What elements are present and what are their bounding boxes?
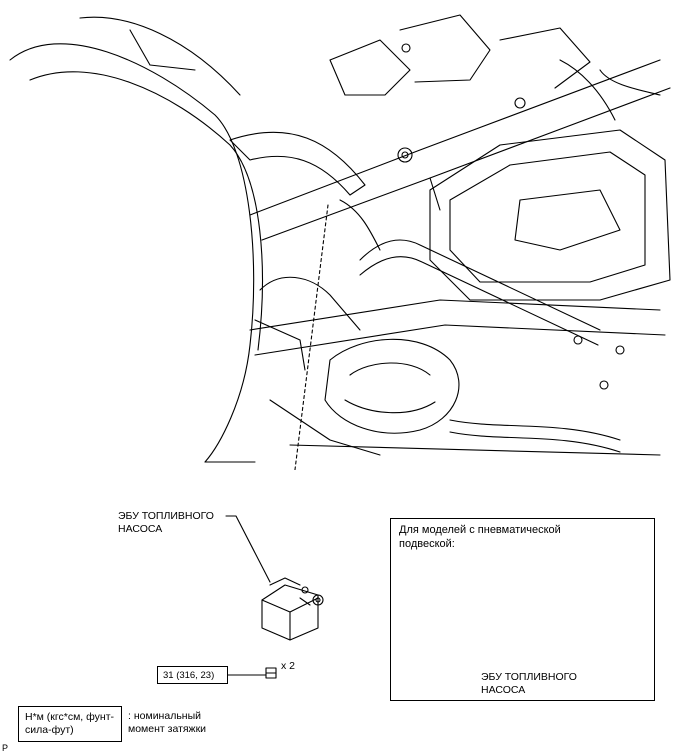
legend-units: Н*м (кгс*см, фунт- сила-фут) bbox=[25, 711, 114, 737]
vehicle-underbody-illustration bbox=[9, 14, 671, 470]
ecu-label-main: ЭБУ ТОПЛИВНОГО НАСОСА bbox=[118, 510, 214, 536]
tire-outline bbox=[9, 43, 255, 463]
ecu-label-main-line1: ЭБУ ТОПЛИВНОГО bbox=[118, 510, 214, 522]
legend-meaning-line1: : номинальный bbox=[128, 710, 202, 722]
bolt-icon bbox=[265, 667, 277, 679]
fuel-tank-outline bbox=[429, 129, 671, 301]
ecu-label-leader bbox=[225, 515, 271, 583]
bolt-quantity-label: x 2 bbox=[281, 660, 296, 672]
tire-inner-edge bbox=[29, 71, 263, 351]
ecu-label-inset-line2: НАСОСА bbox=[481, 684, 526, 696]
legend-units-line2: сила-фут) bbox=[25, 724, 74, 736]
fuel-line-upper bbox=[359, 239, 601, 331]
suspension-arm bbox=[259, 276, 361, 331]
ecu-label-inset-line1: ЭБУ ТОПЛИВНОГО bbox=[481, 671, 577, 683]
differential-housing bbox=[324, 338, 460, 434]
air-suspension-inset: Для моделей с пневматической подвеской: … bbox=[390, 518, 655, 701]
fuel-line-lower bbox=[449, 419, 621, 441]
legend-meaning-line2: момент затяжки bbox=[128, 723, 207, 735]
mounting-leader-line bbox=[294, 204, 329, 470]
inset-title-line2: подвеской: bbox=[399, 538, 455, 550]
page-marker: P bbox=[2, 743, 9, 753]
ecu-label-main-line2: НАСОСА bbox=[118, 523, 163, 535]
ecu-label-inset: ЭБУ ТОПЛИВНОГО НАСОСА bbox=[481, 671, 577, 697]
legend-units-box: Н*м (кгс*см, фунт- сила-фут) bbox=[18, 706, 122, 742]
inset-title-line1: Для моделей с пневматической bbox=[399, 524, 561, 536]
bracket-upper-left bbox=[329, 39, 411, 96]
splash-shield bbox=[229, 131, 366, 196]
legend-units-line1: Н*м (кгс*см, фунт- bbox=[25, 711, 115, 723]
inset-title: Для моделей с пневматической подвеской: bbox=[399, 523, 561, 551]
torque-spec-box: 31 (316, 23) bbox=[157, 666, 228, 684]
legend-meaning: : номинальный момент затяжки bbox=[128, 710, 206, 736]
frame-rail-upper bbox=[249, 59, 661, 216]
torque-spec-value: 31 (316, 23) bbox=[163, 670, 215, 681]
